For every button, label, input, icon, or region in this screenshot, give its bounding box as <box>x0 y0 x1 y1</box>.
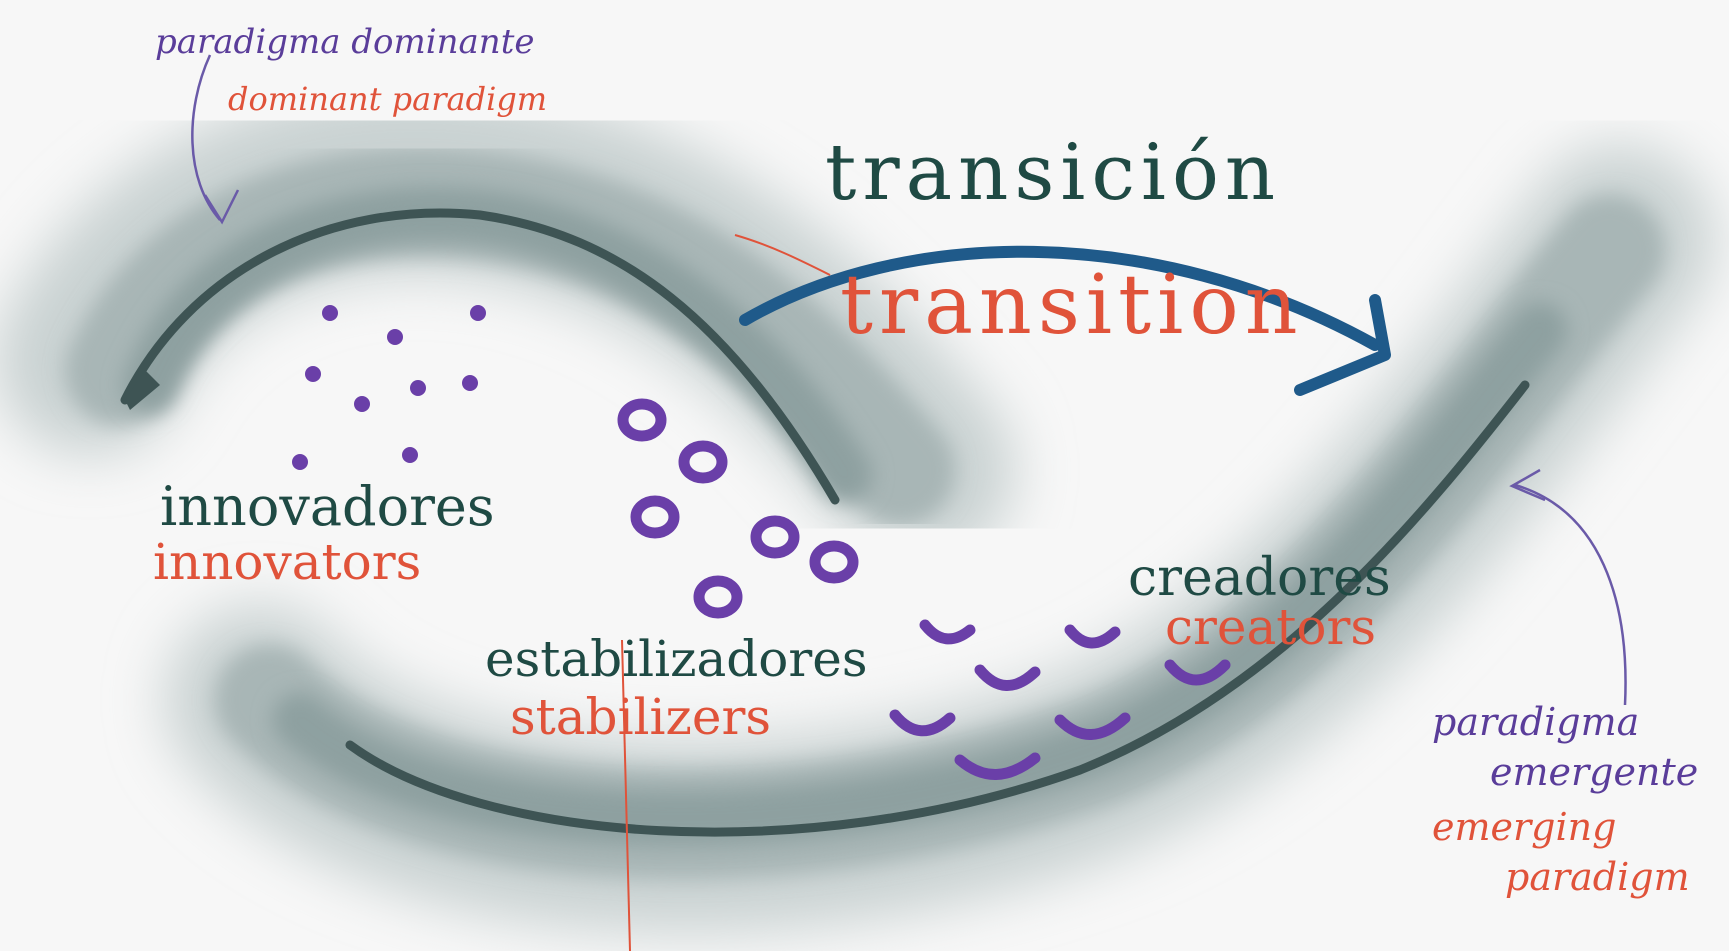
stabilizer-ring <box>636 501 674 533</box>
innovator-dot <box>402 447 418 463</box>
transition-label-es: transición <box>825 128 1281 218</box>
dominant-paradigm-band <box>90 179 920 500</box>
innovator-dot <box>410 380 426 396</box>
stabilizers-label-es: estabilizadores <box>485 630 868 688</box>
stabilizer-ring <box>623 404 661 436</box>
creator-cup <box>980 670 1035 686</box>
innovator-dot <box>292 454 308 470</box>
dominant-paradigm-label-en: dominant paradigm <box>228 80 547 118</box>
stabilizer-ring <box>815 546 853 578</box>
transition-label-en: transition <box>840 258 1304 353</box>
innovator-dot <box>305 366 321 382</box>
creator-cup <box>925 625 970 639</box>
innovator-dot <box>322 305 338 321</box>
stabilizer-ring <box>699 581 737 613</box>
stabilizer-ring <box>756 521 794 553</box>
innovators-label-en: innovators <box>153 533 421 591</box>
dominant-paradigm-label-es: paradigma dominante <box>155 22 534 62</box>
emerging-paradigm-label-en-1: emerging <box>1432 805 1616 849</box>
innovators-label-es: innovadores <box>160 475 495 538</box>
innovator-dot <box>354 396 370 412</box>
creator-cup <box>1070 630 1115 643</box>
innovator-dots <box>292 305 486 470</box>
innovator-dot <box>470 305 486 321</box>
emerging-paradigm-label-en-2: paradigm <box>1505 855 1690 899</box>
creators-label-en: creators <box>1165 598 1376 656</box>
emerging-paradigm-label-es-1: paradigma <box>1432 700 1639 744</box>
stabilizers-label-en: stabilizers <box>510 688 771 746</box>
innovator-dot <box>462 375 478 391</box>
stabilizer-ring <box>684 446 722 478</box>
emerging-paradigm-label-es-2: emergente <box>1490 750 1698 794</box>
innovator-dot <box>387 329 403 345</box>
